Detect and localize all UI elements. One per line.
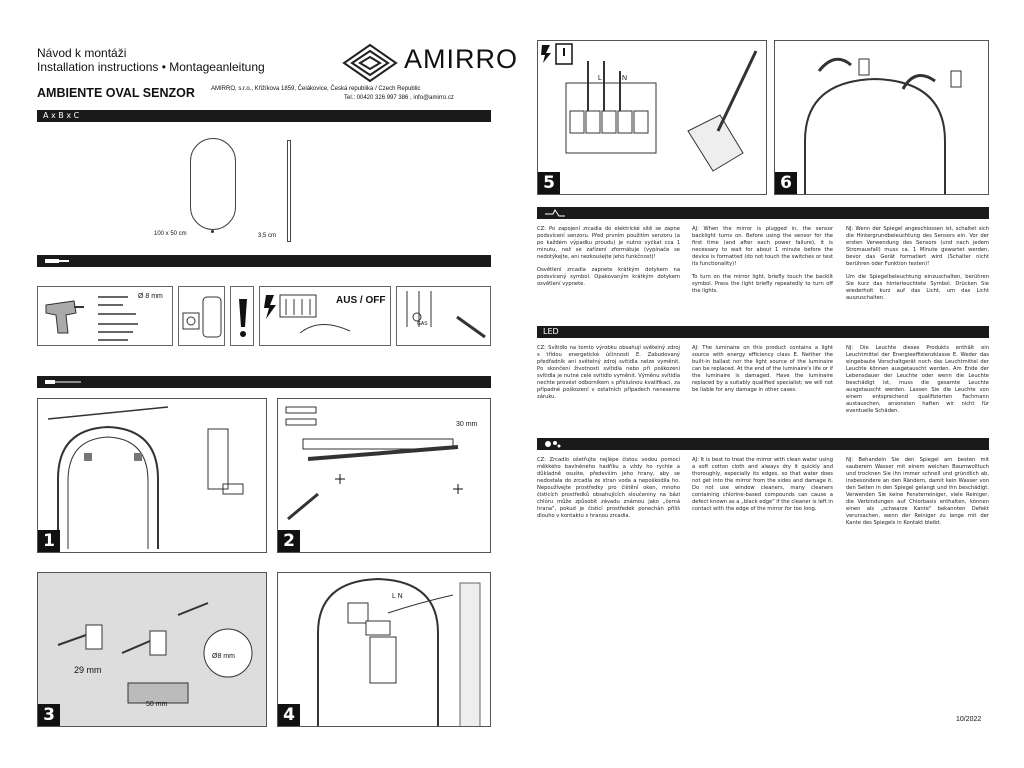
step-2-dimension: 30 mm bbox=[456, 421, 478, 428]
sensor-cz-paragraph-2: Osvětlení zrcadla zapnete krátkým dotyke… bbox=[537, 267, 680, 287]
step-5-n-label: N bbox=[622, 75, 628, 82]
tools-box: Ø 8 mm bbox=[37, 286, 173, 346]
sensor-nj-paragraph-2: Um die Spiegelbeleuchtung einzuschalten,… bbox=[846, 274, 989, 301]
step-6-number: 6 bbox=[775, 172, 797, 194]
cleaning-icon bbox=[545, 441, 561, 448]
drill-and-tools-icon bbox=[45, 296, 138, 341]
led-text-cz: CZ: Svítidlo na tomto výrobku obsahují s… bbox=[537, 345, 680, 400]
socket-box bbox=[178, 286, 225, 346]
sensor-text-aj: AJ: When the mirror is plugged in, the s… bbox=[692, 226, 833, 301]
mirror-size-label: 100 x 50 cm bbox=[154, 231, 187, 237]
step-4-panel: L N 4 bbox=[277, 572, 491, 727]
step-5-l-label: L bbox=[598, 75, 602, 82]
power-off-box: AUS / OFF bbox=[259, 286, 391, 346]
led-bar: LED bbox=[537, 326, 989, 338]
dimensions-bar: A x B x C bbox=[37, 110, 491, 122]
title-languages: Installation instructions • Montageanlei… bbox=[37, 60, 265, 74]
step-2-panel: 30 mm 2 bbox=[277, 398, 491, 553]
step-5-panel: L N 5 bbox=[537, 40, 767, 195]
mirror-front-view bbox=[190, 138, 236, 230]
document-date: 10/2022 bbox=[956, 716, 982, 723]
sensor-text-nj: NJ: Wenn der Spiegel angeschlossen ist, … bbox=[846, 226, 989, 308]
step-5-drawing bbox=[541, 43, 758, 172]
sensor-dot bbox=[211, 230, 214, 233]
step-4-ln-label: L N bbox=[392, 593, 403, 600]
installation-bar bbox=[37, 376, 491, 388]
mirror-depth-label: 3,5 cm bbox=[258, 233, 277, 239]
sensor-aj-paragraph-1: AJ: When the mirror is plugged in, the s… bbox=[692, 226, 833, 267]
care-text-nj: NJ: Behandeln Sie den Spiegel am besten … bbox=[846, 457, 989, 526]
step-2-number: 2 bbox=[278, 530, 300, 552]
step-3-dimension-1: 29 mm bbox=[74, 665, 102, 675]
sensor-bar bbox=[537, 207, 989, 219]
screwdriver-icon bbox=[45, 380, 81, 384]
cable-detector-box: GAS bbox=[396, 286, 491, 346]
tools-bar bbox=[37, 255, 491, 267]
title-cz: Návod k montáži bbox=[37, 46, 127, 60]
step-3-number: 3 bbox=[38, 704, 60, 726]
step-3-drawing bbox=[57, 602, 253, 704]
switch-off-icon bbox=[264, 294, 351, 334]
sensor-nj-paragraph-1: NJ: Wenn der Spiegel angeschlossen ist, … bbox=[846, 226, 989, 267]
step-6-drawing bbox=[804, 57, 962, 194]
led-text-nj: NJ: Die Leuchte dieses Produkts enthält … bbox=[846, 345, 989, 414]
socket-icon bbox=[182, 296, 222, 338]
product-name: AMBIENTE OVAL SENZOR bbox=[37, 86, 195, 100]
step-2-drawing bbox=[285, 406, 463, 521]
step-1-drawing bbox=[47, 406, 244, 549]
step-3-panel: 29 mm 50 mm Ø8 mm 3 bbox=[37, 572, 267, 727]
tools-icon bbox=[45, 259, 69, 263]
step-6-panel: 6 bbox=[774, 40, 989, 195]
gas-label: GAS bbox=[417, 321, 428, 327]
step-4-drawing bbox=[317, 577, 481, 726]
mirror-side-view bbox=[287, 140, 291, 242]
touch-hand-icon bbox=[545, 209, 565, 217]
drill-bit-label: Ø 8 mm bbox=[138, 293, 163, 300]
company-address: AMIRRO, s.r.o., Křižíkova 1859, Čelákovi… bbox=[211, 86, 421, 92]
step-4-number: 4 bbox=[278, 704, 300, 726]
switch-off-label: AUS / OFF bbox=[336, 295, 386, 306]
care-text-aj: AJ: It is best to treat the mirror with … bbox=[692, 457, 833, 512]
brand-name: AMIRRO bbox=[404, 44, 518, 74]
step-3-dimension-2: 50 mm bbox=[146, 701, 168, 708]
led-text-aj: AJ: The luminaire on this product contai… bbox=[692, 345, 833, 393]
step-5-number: 5 bbox=[538, 172, 560, 194]
sensor-cz-paragraph-1: CZ: Po zapojení zrcadla do elektrické sí… bbox=[537, 226, 680, 260]
cable-detector-icon bbox=[406, 291, 486, 339]
step-1-number: 1 bbox=[38, 530, 60, 552]
sensor-aj-paragraph-2: To turn on the mirror light, briefly tou… bbox=[692, 274, 833, 294]
care-bar bbox=[537, 438, 989, 450]
sensor-text-cz: CZ: Po zapojení zrcadla do elektrické sí… bbox=[537, 226, 680, 294]
step-3-drill-label: Ø8 mm bbox=[212, 653, 235, 660]
amirro-logo bbox=[340, 42, 400, 84]
step-1-panel: 1 bbox=[37, 398, 267, 553]
care-text-cz: CZ: Zrcadlo ošetřujte nejlépe čistou vod… bbox=[537, 457, 680, 519]
warning-box bbox=[230, 286, 254, 346]
exclamation-icon bbox=[239, 299, 247, 337]
company-contact: Tel.: 00420 326 997 386 , info@amirro.cz bbox=[344, 95, 454, 101]
